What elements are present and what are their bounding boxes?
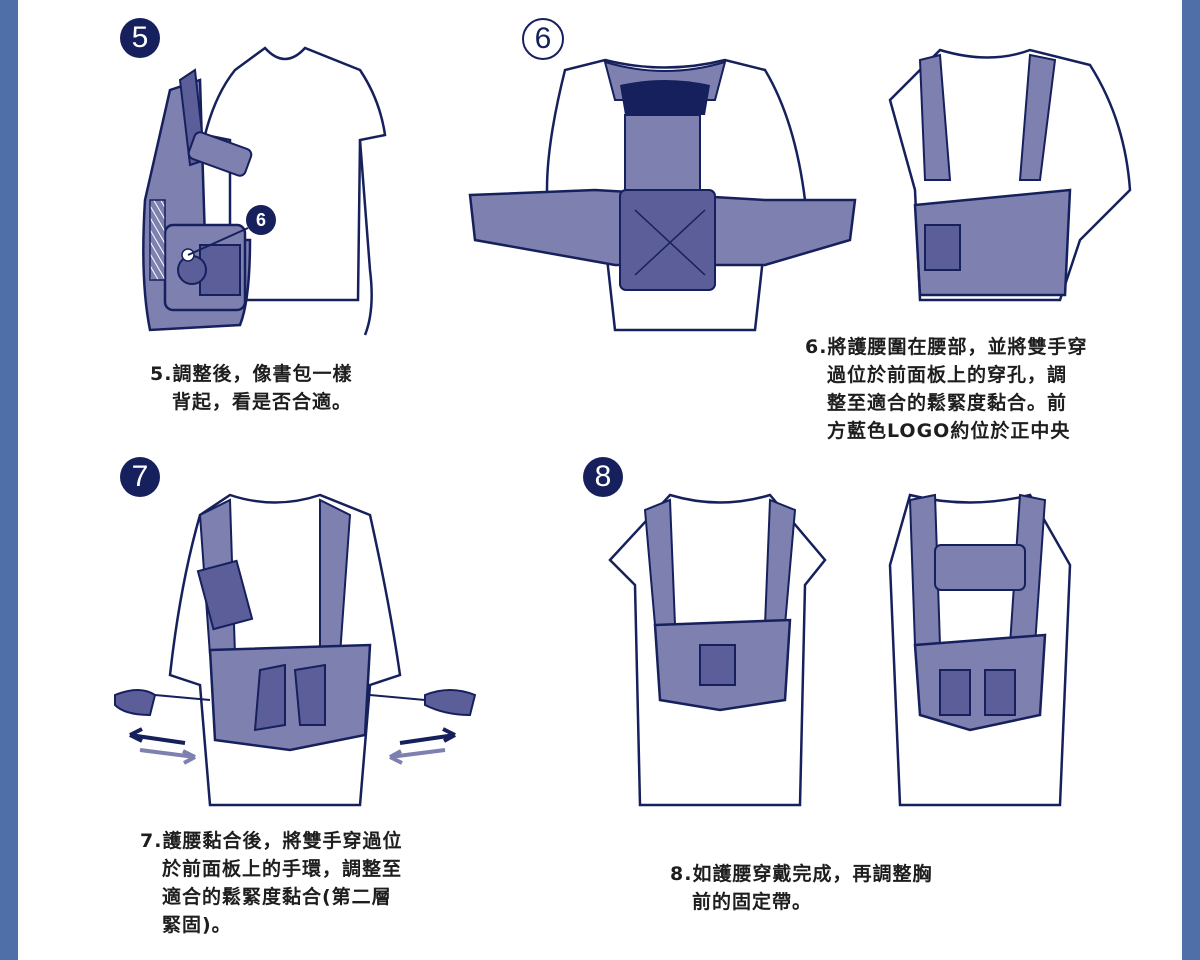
caption-line: 6.將護腰圍在腰部，並將雙手穿 <box>805 336 1088 358</box>
step-7-badge: 7 <box>120 457 160 497</box>
step-8-badge: 8 <box>583 457 623 497</box>
caption-line: 於前面板上的手環，調整至 <box>162 858 403 880</box>
step-7-caption: 7.護腰黏合後，將雙手穿過位 於前面板上的手環，調整至 適合的鬆緊度黏合(第二層… <box>140 827 402 939</box>
step-5-illustration <box>130 40 400 350</box>
callout-step-6-marker: 6 <box>246 205 276 235</box>
caption-line: 背起，看是否合適。 <box>172 391 353 413</box>
caption-line: 整至適合的鬆緊度黏合。前 <box>827 392 1068 414</box>
caption-line: 緊固)。 <box>162 914 232 936</box>
step-6-badge: 6 <box>522 18 564 60</box>
step-8-caption: 8.如護腰穿戴完成，再調整胸 前的固定帶。 <box>670 860 932 916</box>
caption-line: 5.調整後，像書包一樣 <box>150 363 353 385</box>
step-5-badge: 5 <box>120 18 160 58</box>
step-8-chest-strap-illustration <box>860 485 1100 815</box>
step-7-illustration <box>100 485 490 815</box>
right-border <box>1182 0 1200 960</box>
step-6-back-illustration <box>465 40 865 350</box>
caption-line: 8.如護腰穿戴完成，再調整胸 <box>670 863 933 885</box>
caption-line: 7.護腰黏合後，將雙手穿過位 <box>140 830 403 852</box>
step-5-caption: 5.調整後，像書包一樣 背起，看是否合適。 <box>150 360 352 416</box>
left-border <box>0 0 18 960</box>
step-8-front-illustration <box>600 485 840 815</box>
step-6-caption: 6.將護腰圍在腰部，並將雙手穿 過位於前面板上的穿孔，調 整至適合的鬆緊度黏合。… <box>805 333 1087 445</box>
caption-line: 方藍色LOGO約位於正中央 <box>827 420 1071 442</box>
caption-line: 過位於前面板上的穿孔，調 <box>827 364 1068 386</box>
caption-line: 前的固定帶。 <box>692 891 813 913</box>
caption-line: 適合的鬆緊度黏合(第二層 <box>162 886 392 908</box>
step-6-front-illustration <box>880 40 1140 320</box>
